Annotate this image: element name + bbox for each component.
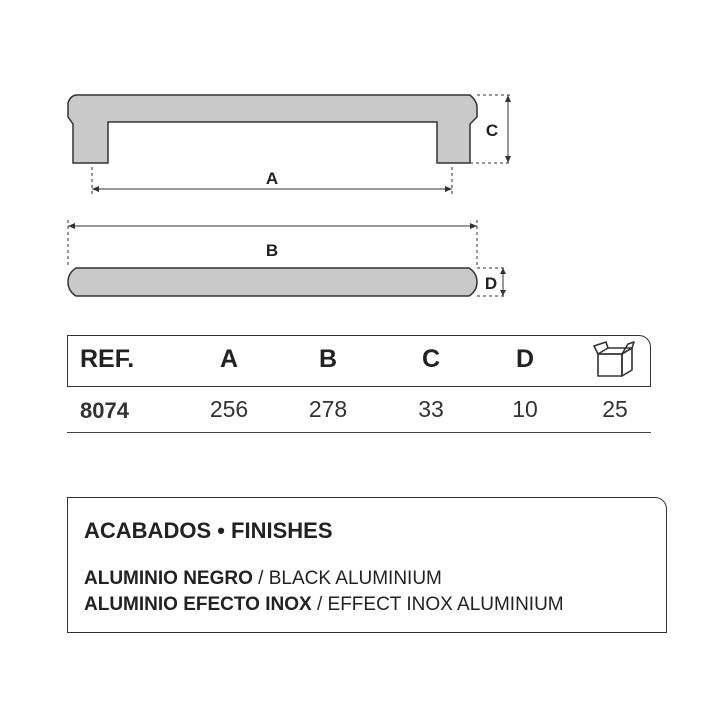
spec-table-rule (67, 432, 651, 433)
dimension-b-label: B (266, 241, 278, 260)
finish-item-es: ALUMINIO NEGRO (84, 568, 253, 589)
finishes-title: ACABADOS • FINISHES (84, 518, 333, 543)
spec-table-header (67, 335, 651, 387)
dimension-c: C (470, 94, 512, 164)
header-ref: REF. (80, 345, 135, 373)
dimension-a-label: A (266, 169, 278, 188)
dimension-d-label: D (485, 274, 497, 293)
header-b: B (318, 345, 338, 373)
finish-item-sep: / (252, 568, 269, 589)
finish-item-sep: / (311, 594, 328, 615)
handle-side-view (67, 267, 478, 297)
header-a: A (219, 345, 239, 373)
finish-item: ALUMINIO EFECTO INOX / EFFECT INOX ALUMI… (84, 594, 564, 616)
box-icon (593, 341, 635, 377)
finish-item-es: ALUMINIO EFECTO INOX (84, 594, 312, 615)
row-c: 33 (418, 396, 444, 422)
handle-technical-drawing: A C B D (67, 94, 512, 297)
row-a: 256 (209, 396, 249, 422)
dimension-d: D (477, 267, 506, 297)
handle-front-view (67, 94, 478, 164)
dimension-a: A (91, 167, 453, 195)
row-qty: 25 (602, 396, 628, 422)
finish-item: ALUMINIO NEGRO / BLACK ALUMINIUM (84, 568, 442, 590)
row-b: 278 (308, 396, 348, 422)
finish-item-en: EFFECT INOX ALUMINIUM (327, 594, 564, 615)
dimension-b: B (67, 220, 478, 268)
row-ref: 8074 (80, 398, 129, 423)
row-d: 10 (512, 396, 538, 422)
finish-item-en: BLACK ALUMINIUM (268, 568, 442, 589)
header-c: C (421, 345, 441, 373)
finishes-box: ACABADOS • FINISHES ALUMINIO NEGRO / BLA… (67, 497, 667, 633)
dimension-c-label: C (486, 121, 498, 140)
header-d: D (515, 345, 535, 373)
